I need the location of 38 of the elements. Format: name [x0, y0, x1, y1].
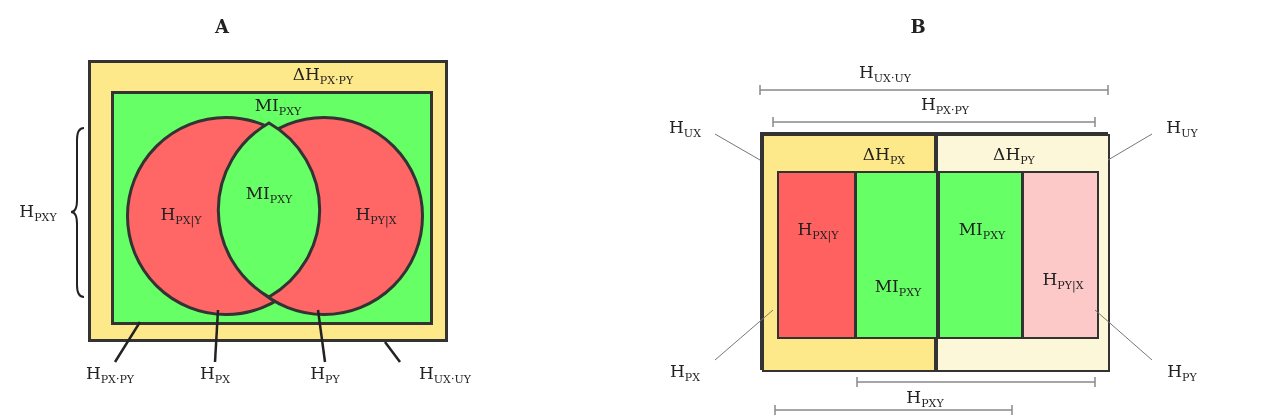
leader-line [1094, 309, 1153, 361]
region-label: ΔH$_{PY}$ [993, 145, 1035, 167]
leader-line [384, 341, 401, 363]
dimension-label: H$_{PX·PY}$ [920, 95, 970, 117]
dimension-label: H$_{PXY}$ [906, 388, 944, 410]
outer-box [760, 132, 1108, 370]
panel-label: B [910, 18, 926, 36]
strip-box [855, 171, 938, 339]
half-panel [762, 134, 936, 372]
leader-line [714, 133, 761, 161]
region-label: ΔH$_{PX·PY}$ [292, 65, 354, 87]
entropy-label: H$_{PX}$ [669, 362, 701, 384]
entropy-label: H$_{PX}$ [199, 364, 231, 386]
strip-box [938, 171, 1023, 339]
entropy-label: H$_{UX}$ [669, 118, 701, 140]
entropy-label: H$_{PY}$ [310, 364, 340, 386]
region-label: MI$_{PXY}$ [874, 277, 922, 299]
leader-line [316, 309, 327, 363]
dimension-label: H$_{PXY}$ [19, 202, 57, 224]
panel-label: A [215, 18, 229, 36]
strip-box [1022, 171, 1099, 339]
entropy-label: H$_{PY}$ [1167, 362, 1197, 384]
region-label: H$_{PY|X}$ [355, 205, 397, 227]
half-panel [936, 134, 1110, 372]
leader-line [1107, 133, 1153, 161]
region-label: MI$_{PXY}$ [254, 96, 302, 118]
region-label: MI$_{PXY}$ [958, 220, 1006, 242]
region-label: MI$_{PXY}$ [245, 184, 293, 206]
leader-line [213, 309, 220, 363]
region-label: H$_{PX|Y}$ [160, 205, 202, 227]
entropy-label: H$_{UY}$ [1166, 118, 1198, 140]
strip-box [777, 171, 856, 339]
region-label: ΔH$_{PX}$ [862, 145, 906, 167]
entropy-label: H$_{PX·PY}$ [85, 364, 135, 386]
entropy-label: H$_{UX·UY}$ [419, 364, 471, 386]
region-label: H$_{PY|X}$ [1042, 270, 1084, 292]
region-label: H$_{PX|Y}$ [797, 220, 839, 242]
dimension-label: H$_{UX·UY}$ [859, 63, 911, 85]
